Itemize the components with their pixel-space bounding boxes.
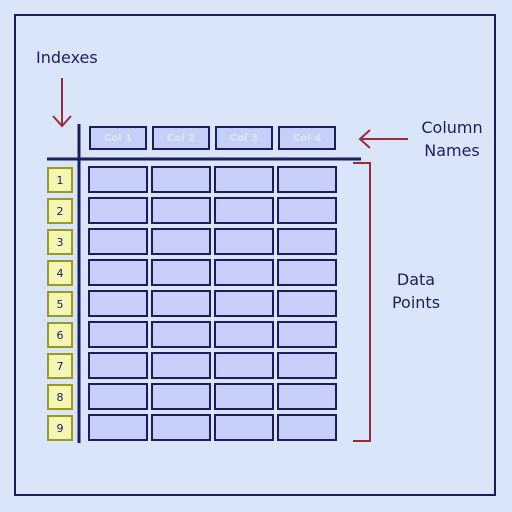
data-points-bracket — [353, 162, 371, 442]
data-cell-r2-c1 — [88, 197, 148, 224]
data-cell-r7-c4 — [277, 352, 337, 379]
data-points-label-line2: Points — [391, 293, 441, 312]
column-header-4: Col 4 — [278, 126, 336, 150]
row-index-5: 5 — [47, 291, 73, 317]
data-cell-r9-c1 — [88, 414, 148, 441]
data-cell-r9-c4 — [277, 414, 337, 441]
indexes-label: Indexes — [36, 48, 98, 67]
row-index-3: 3 — [47, 229, 73, 255]
row-index-2: 2 — [47, 198, 73, 224]
row-index-1: 1 — [47, 167, 73, 193]
row-index-8: 8 — [47, 384, 73, 410]
column-header-1: Col 1 — [89, 126, 147, 150]
data-cell-r8-c3 — [214, 383, 274, 410]
data-cell-r5-c4 — [277, 290, 337, 317]
data-cell-r2-c3 — [214, 197, 274, 224]
row-index-9: 9 — [47, 415, 73, 441]
column-names-label-line1: Column — [421, 118, 483, 137]
data-cell-r4-c4 — [277, 259, 337, 286]
data-cell-r9-c2 — [151, 414, 211, 441]
data-cell-r1-c1 — [88, 166, 148, 193]
data-cell-r1-c4 — [277, 166, 337, 193]
data-cell-r5-c2 — [151, 290, 211, 317]
data-cell-r9-c3 — [214, 414, 274, 441]
data-cell-r2-c4 — [277, 197, 337, 224]
data-cell-r7-c3 — [214, 352, 274, 379]
data-cell-r8-c4 — [277, 383, 337, 410]
column-header-2: Col 2 — [152, 126, 210, 150]
data-cell-r6-c4 — [277, 321, 337, 348]
data-cell-r5-c1 — [88, 290, 148, 317]
data-cell-r2-c2 — [151, 197, 211, 224]
data-cell-r8-c1 — [88, 383, 148, 410]
data-cell-r7-c2 — [151, 352, 211, 379]
column-header-3: Col 3 — [215, 126, 273, 150]
data-cell-r4-c2 — [151, 259, 211, 286]
data-cell-r3-c4 — [277, 228, 337, 255]
data-cell-r7-c1 — [88, 352, 148, 379]
indexes-arrow — [52, 78, 72, 128]
column-names-label: Column Names — [412, 116, 492, 162]
column-names-label-line2: Names — [424, 141, 480, 160]
data-cell-r4-c3 — [214, 259, 274, 286]
data-cell-r3-c1 — [88, 228, 148, 255]
data-cell-r3-c3 — [214, 228, 274, 255]
data-cell-r5-c3 — [214, 290, 274, 317]
data-points-label-line1: Data — [396, 270, 436, 289]
column-names-arrow — [358, 129, 408, 149]
data-points-label: Data Points — [384, 268, 448, 314]
data-cell-r8-c2 — [151, 383, 211, 410]
data-cell-r1-c2 — [151, 166, 211, 193]
data-cell-r4-c1 — [88, 259, 148, 286]
data-cell-r3-c2 — [151, 228, 211, 255]
row-index-4: 4 — [47, 260, 73, 286]
data-cell-r6-c1 — [88, 321, 148, 348]
data-cell-r6-c3 — [214, 321, 274, 348]
row-index-7: 7 — [47, 353, 73, 379]
row-index-6: 6 — [47, 322, 73, 348]
data-cell-r1-c3 — [214, 166, 274, 193]
data-cell-r6-c2 — [151, 321, 211, 348]
